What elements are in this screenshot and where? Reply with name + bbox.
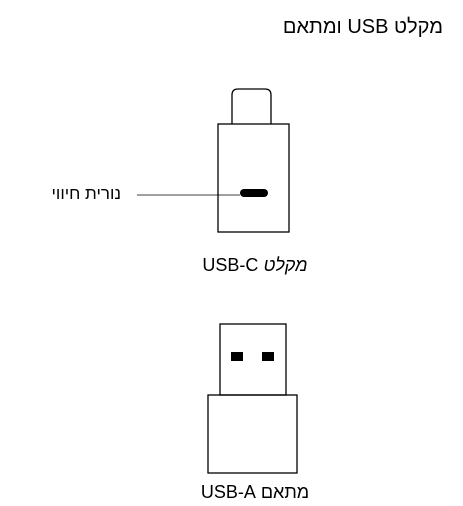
- page-title: מקלט USB ומתאם: [282, 16, 443, 38]
- usb-c-plug: [231, 88, 272, 124]
- usb-c-receiver-caption: מקלט USB-C: [175, 254, 335, 276]
- usb-c-receiver: [137, 88, 290, 233]
- receiver-caption-word: מקלט: [263, 255, 308, 275]
- led-indicator: [240, 189, 268, 197]
- usb-a-contact-left: [231, 352, 243, 361]
- usb-a-contact-right: [262, 352, 274, 361]
- receiver-caption-type: USB-C: [202, 255, 259, 275]
- led-indicator-label: נורית חיווי: [51, 184, 121, 203]
- usb-a-plug: [219, 323, 287, 396]
- usb-a-adapter-caption: מתאם USB-A: [200, 482, 310, 502]
- usb-c-body: [217, 123, 290, 233]
- usb-a-body: [207, 394, 298, 474]
- usb-a-adapter: [207, 323, 298, 474]
